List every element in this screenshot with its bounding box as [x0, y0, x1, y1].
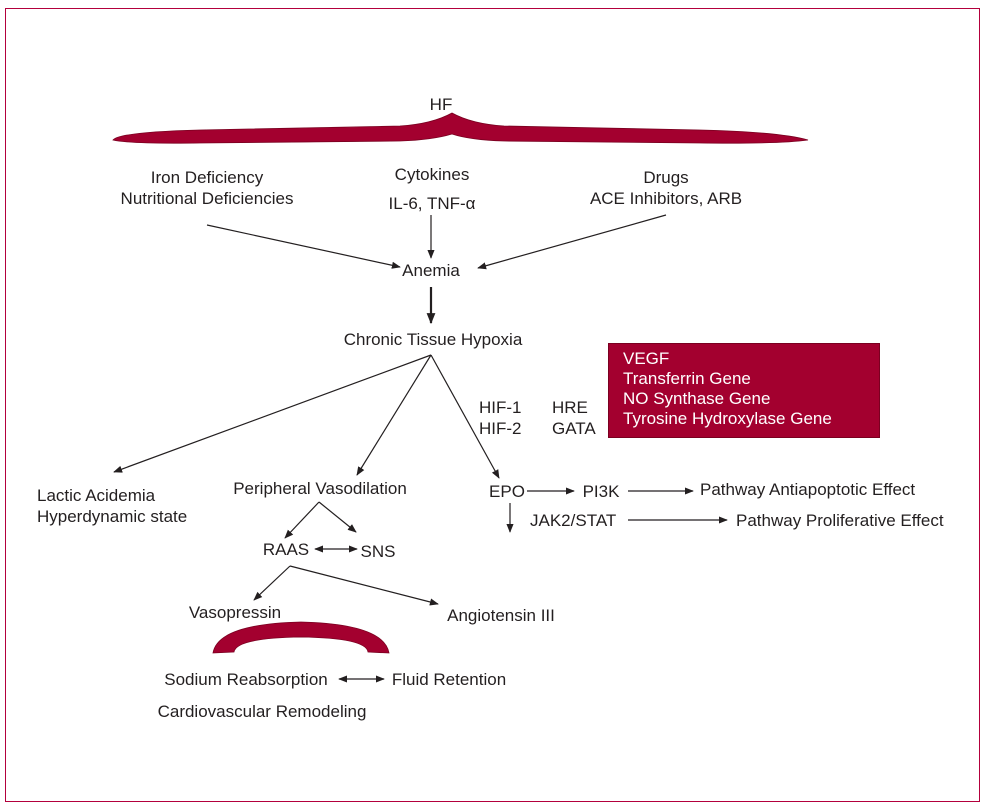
gene-transferrin: Transferrin Gene — [623, 369, 751, 388]
jak-stat-label: JAK2/STAT — [530, 511, 617, 530]
iron-line-2: Nutritional Deficiencies — [120, 189, 294, 208]
hre-line-2: GATA — [552, 419, 596, 438]
arrow-raas-angiotensin — [289, 565, 439, 606]
anemia-label: Anemia — [402, 261, 460, 280]
hf-brace — [112, 112, 809, 144]
hif-line-2: HIF-2 — [479, 419, 522, 438]
cytokines-label: Cytokines IL-6, TNF-α — [389, 164, 476, 214]
arrow-hypoxia-epo — [430, 354, 500, 479]
vasopressin-label: Vasopressin — [188, 603, 282, 622]
figure-frame — [5, 8, 980, 802]
cytokines-line-1: Cytokines — [394, 165, 470, 184]
drugs-line-1: Drugs — [643, 168, 689, 187]
lactic-line-2: Hyperdynamic state — [37, 507, 188, 526]
raas-label: RAAS — [262, 540, 310, 559]
pi3k-label: PI3K — [582, 482, 620, 501]
arrow-vasodilation-raas — [284, 501, 320, 539]
remodeling-arc — [212, 621, 390, 654]
arrow-vasodilation-sns — [318, 501, 357, 533]
cardiovascular-remodeling-label: Cardiovascular Remodeling — [157, 702, 367, 721]
vasodilation-label: Peripheral Vasodilation — [233, 479, 407, 498]
cytokines-line-2: IL-6, TNF-α — [388, 194, 476, 213]
hif-line-1: HIF-1 — [479, 398, 522, 417]
lactic-line-1: Lactic Acidemia — [37, 486, 156, 505]
hre-line-1: HRE — [552, 398, 588, 417]
sns-label: SNS — [360, 542, 396, 561]
gene-tyrosine-hydroxylase: Tyrosine Hydroxylase Gene — [623, 409, 832, 428]
drugs-label: Drugs ACE Inhibitors, ARB — [590, 167, 742, 209]
target-genes-box: VEGF Transferrin Gene NO Synthase Gene T… — [608, 343, 880, 438]
iron-deficiency-label: Iron Deficiency Nutritional Deficiencies — [121, 167, 294, 209]
gene-vegf: VEGF — [623, 349, 670, 368]
arrow-hypoxia-lactic — [113, 354, 432, 473]
fluid-retention-label: Fluid Retention — [391, 670, 507, 689]
proliferative-label: Pathway Proliferative Effect — [736, 511, 944, 530]
lactic-acidemia-label: Lactic Acidemia Hyperdynamic state — [37, 485, 187, 527]
arrow-iron-anemia — [206, 224, 401, 269]
hre-label: HRE GATA — [552, 397, 596, 439]
drugs-line-2: ACE Inhibitors, ARB — [589, 189, 743, 208]
arrow-drugs-anemia — [477, 214, 667, 270]
sodium-reabsorption-label: Sodium Reabsorption — [164, 670, 328, 689]
hf-label: HF — [429, 95, 453, 114]
arrow-raas-vasopressin — [253, 565, 291, 601]
arrow-hypoxia-vasodilation — [356, 354, 432, 476]
antiapoptotic-label: Pathway Antiapoptotic Effect — [700, 480, 916, 499]
angiotensin-label: Angiotensin III — [447, 606, 555, 625]
gene-no-synthase: NO Synthase Gene — [623, 389, 771, 408]
iron-line-1: Iron Deficiency — [150, 168, 264, 187]
hif-label: HIF-1 HIF-2 — [479, 397, 522, 439]
epo-label: EPO — [489, 482, 525, 501]
hypoxia-label: Chronic Tissue Hypoxia — [343, 330, 523, 349]
